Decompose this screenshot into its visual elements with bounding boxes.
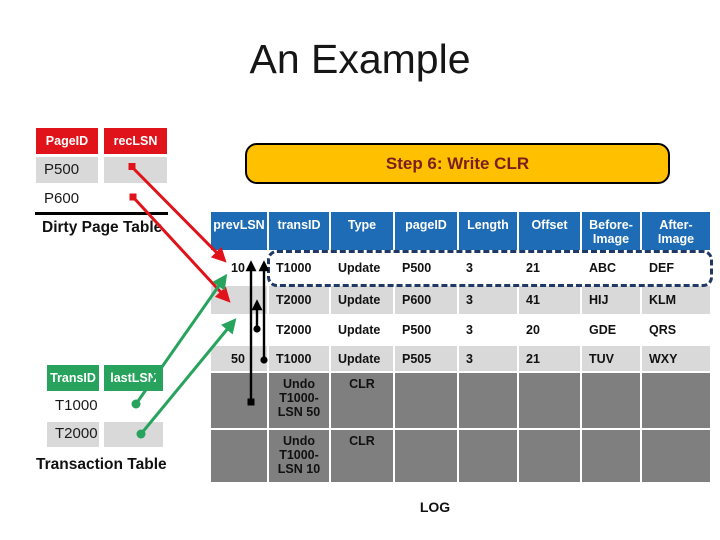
txn-last-lsn-cell	[104, 422, 163, 447]
log-header-cell: Length	[459, 212, 517, 250]
dirty-page-table-label: Dirty Page Table	[42, 219, 163, 236]
log-header-cell: transID	[269, 212, 329, 250]
log-cell-before	[582, 373, 640, 428]
txn-last-lsn-cell	[104, 394, 163, 419]
dpt-rec-lsn-cell	[104, 157, 167, 183]
log-cell-before: ABC	[582, 252, 640, 284]
txn-trans-id-cell: T1000	[47, 394, 99, 419]
log-cell-prevLSN	[211, 430, 267, 482]
dpt-header-cell: PageID	[36, 128, 98, 154]
log-cell-after: QRS	[642, 316, 710, 344]
log-table-label: LOG	[419, 499, 451, 515]
log-header-cell: prevLSN	[211, 212, 267, 250]
log-cell-pageID: P505	[395, 346, 457, 371]
dpt-header-cell: recLSN	[104, 128, 167, 154]
log-header-cell: Type	[331, 212, 393, 250]
log-cell-length	[459, 373, 517, 428]
log-cell-type: Update	[331, 252, 393, 284]
dpt-page-id-cell: P500	[36, 157, 98, 183]
log-cell-offset: 21	[519, 252, 580, 284]
log-header-cell: After-Image	[642, 212, 710, 250]
log-cell-type: CLR	[331, 430, 393, 482]
log-cell-transID: T1000	[269, 252, 329, 284]
log-cell-before	[582, 430, 640, 482]
log-cell-before: HIJ	[582, 286, 640, 314]
log-cell-type: Update	[331, 316, 393, 344]
dirty-page-table-underline	[35, 212, 168, 215]
log-cell-offset: 41	[519, 286, 580, 314]
txn-header-cell: TransID	[47, 365, 99, 391]
log-cell-before: GDE	[582, 316, 640, 344]
log-cell-prevLSN	[211, 316, 267, 344]
log-cell-pageID: P500	[395, 316, 457, 344]
log-cell-transID: Undo T1000-LSN 10	[269, 430, 329, 482]
log-cell-pageID	[395, 430, 457, 482]
txn-header-cell: lastLSN	[104, 365, 163, 391]
transaction-table-label: Transaction Table	[36, 456, 167, 473]
log-cell-type: Update	[331, 286, 393, 314]
log-cell-before: TUV	[582, 346, 640, 371]
log-cell-prevLSN: 50	[211, 346, 267, 371]
log-cell-transID: T2000	[269, 286, 329, 314]
log-cell-after	[642, 373, 710, 428]
log-cell-after: KLM	[642, 286, 710, 314]
log-header-cell: Before-Image	[582, 212, 640, 250]
log-cell-type: Update	[331, 346, 393, 371]
log-cell-pageID: P600	[395, 286, 457, 314]
log-header-cell: Offset	[519, 212, 580, 250]
log-row-highlight-outline	[267, 250, 713, 287]
log-cell-offset	[519, 373, 580, 428]
log-cell-length: 3	[459, 286, 517, 314]
log-cell-offset	[519, 430, 580, 482]
dpt-page-id-cell: P600	[36, 186, 98, 212]
log-cell-prevLSN	[211, 286, 267, 314]
log-cell-offset: 21	[519, 346, 580, 371]
log-cell-transID: Undo T1000-LSN 50	[269, 373, 329, 428]
log-cell-after	[642, 430, 710, 482]
log-cell-after: DEF	[642, 252, 710, 284]
log-cell-length: 3	[459, 316, 517, 344]
txn-trans-id-cell: T2000	[47, 422, 99, 447]
log-cell-length	[459, 430, 517, 482]
log-cell-prevLSN	[211, 373, 267, 428]
log-cell-transID: T1000	[269, 346, 329, 371]
log-cell-pageID: P500	[395, 252, 457, 284]
log-cell-prevLSN: 10	[211, 252, 267, 284]
log-header-cell: pageID	[395, 212, 457, 250]
slide-title: An Example	[249, 36, 471, 82]
log-cell-transID: T2000	[269, 316, 329, 344]
dpt-rec-lsn-cell	[104, 186, 167, 212]
log-cell-after: WXY	[642, 346, 710, 371]
log-cell-length: 3	[459, 252, 517, 284]
log-cell-type: CLR	[331, 373, 393, 428]
step-banner: Step 6: Write CLR	[245, 143, 670, 184]
log-cell-offset: 20	[519, 316, 580, 344]
log-cell-length: 3	[459, 346, 517, 371]
log-cell-pageID	[395, 373, 457, 428]
